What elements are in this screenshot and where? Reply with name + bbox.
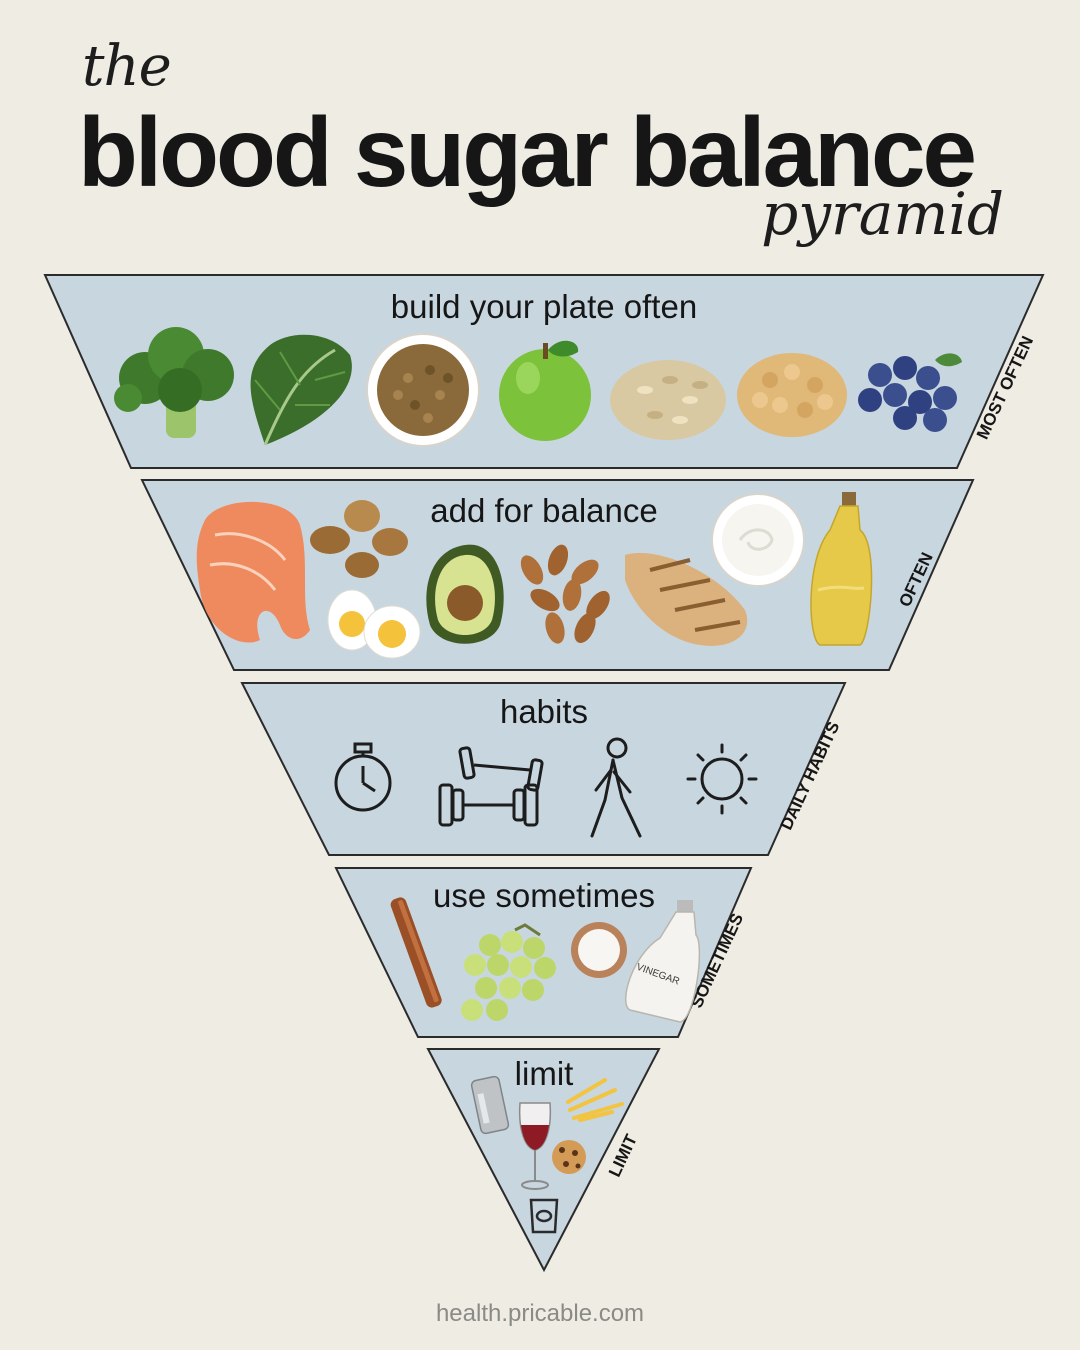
- avocado-icon: [426, 544, 504, 644]
- tier-heading: limit: [515, 1055, 574, 1092]
- chicken-icon: [625, 553, 748, 646]
- kale-icon: [250, 334, 352, 446]
- chips-bag-icon: [529, 1198, 559, 1234]
- soda-can-icon: [470, 1075, 510, 1135]
- title-suffix: pyramid: [761, 180, 1004, 248]
- cookie-icon: [552, 1140, 586, 1174]
- olive-oil-icon: [810, 492, 873, 646]
- walking-icon: [590, 737, 642, 838]
- fries-icon: [566, 1078, 624, 1122]
- chickpeas-icon: [737, 353, 847, 437]
- tier-limit: limit LIMIT: [426, 1048, 661, 1273]
- tier-heading: use sometimes: [433, 877, 655, 914]
- cinnamon-icon: [390, 897, 442, 1008]
- footer-url: health.pricable.com: [435, 1300, 645, 1327]
- vinegar-icon: VINEGAR: [625, 900, 701, 1023]
- tier-heading: add for balance: [430, 492, 658, 529]
- stopwatch-icon: [334, 742, 392, 812]
- grapes-icon: [461, 923, 556, 1021]
- salmon-icon: [196, 501, 310, 643]
- tier-heading: build your plate often: [391, 288, 697, 325]
- yogurt-icon: [711, 493, 805, 587]
- walnuts-icon: [310, 500, 408, 578]
- page-title: blood sugar balance: [78, 97, 977, 207]
- lentils-icon: [366, 333, 480, 447]
- tier-heading: habits: [500, 693, 588, 730]
- apple-icon: [499, 340, 591, 441]
- almonds-icon: [520, 544, 610, 644]
- sun-icon: [686, 743, 758, 815]
- tier-daily-habits: habits DAILY HABITS: [240, 682, 847, 856]
- eggs-icon: [327, 589, 421, 659]
- tier-band: [240, 682, 847, 856]
- blueberries-icon: [858, 353, 962, 432]
- tier-often: add for balance OFTEN: [140, 479, 975, 671]
- dumbbells-icon: [438, 746, 544, 827]
- tier-most-often: build your plate often MOST OFTEN: [43, 274, 1045, 469]
- tier-sometimes: use sometimes SOMETIMES: [334, 867, 753, 1038]
- broccoli-icon: [114, 327, 234, 438]
- oats-icon: [610, 360, 726, 440]
- salt-icon: [571, 922, 627, 978]
- title-prefix: the: [82, 34, 172, 99]
- wine-icon: [518, 1102, 552, 1190]
